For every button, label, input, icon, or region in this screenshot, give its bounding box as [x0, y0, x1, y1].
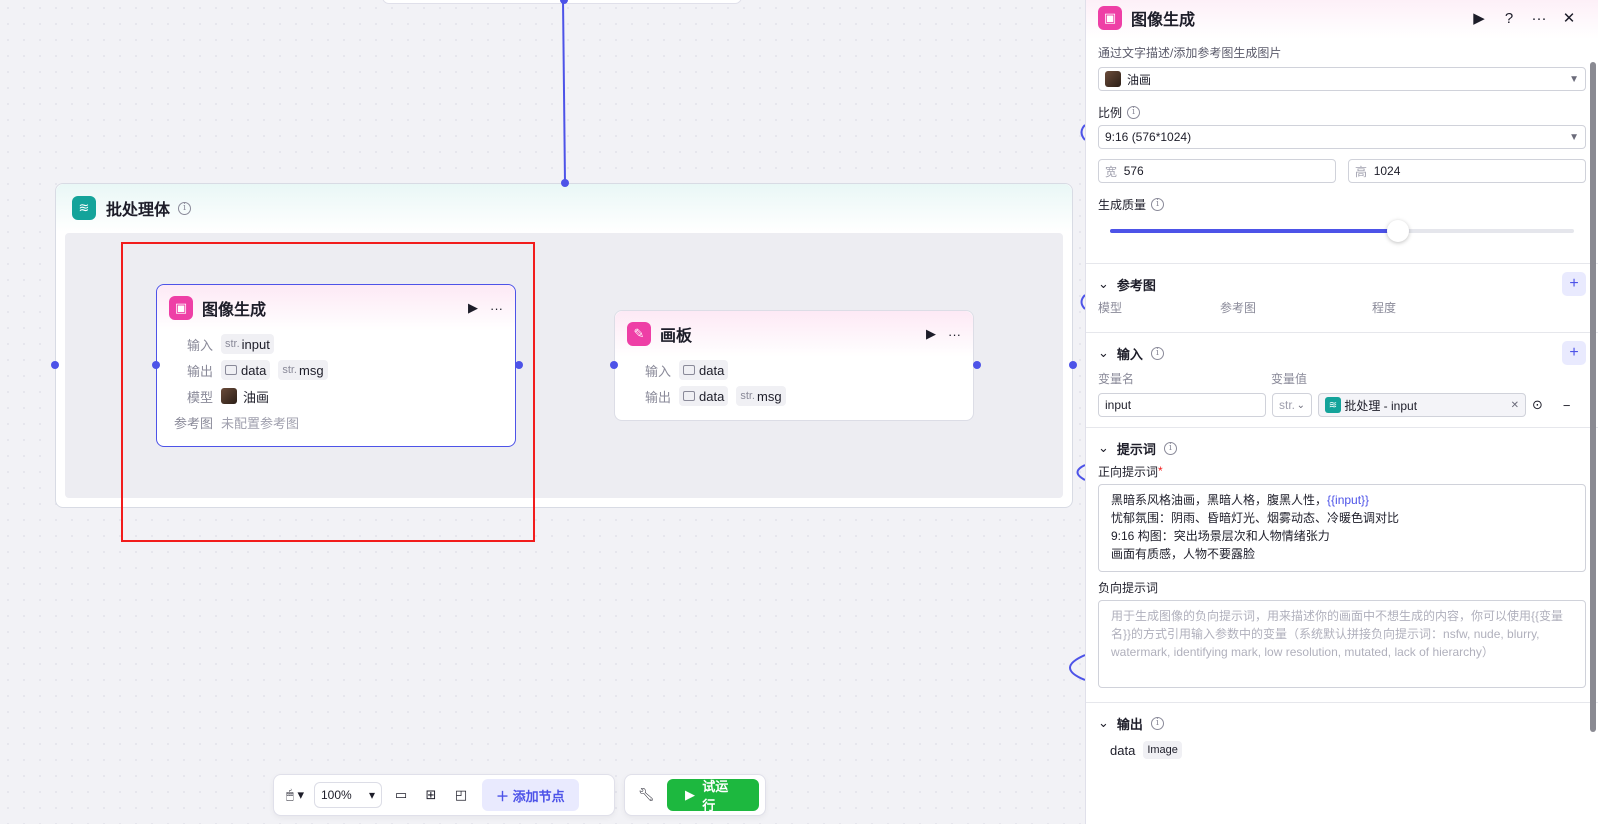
node-input-row: 输入 str.input: [157, 331, 515, 357]
model-select[interactable]: 油画▼: [1098, 67, 1586, 91]
comment-icon[interactable]: ▭: [394, 787, 408, 802]
output-type-badge: Image: [1143, 741, 1182, 759]
model-avatar: [1105, 71, 1121, 87]
zoom-select[interactable]: 100%▾: [314, 782, 382, 808]
image-icon: ▣: [1098, 6, 1122, 30]
node-title: 图像生成: [202, 302, 267, 319]
play-icon[interactable]: ▶: [468, 300, 478, 315]
negative-prompt-textarea[interactable]: 用于生成图像的负向提示词，用来描述你的画面中不想生成的内容，你可以使用{{变量名…: [1098, 600, 1586, 688]
panel-title: 图像生成: [1131, 12, 1196, 29]
output-msg-chip: str.msg: [278, 360, 328, 380]
clear-icon[interactable]: ✕: [1510, 399, 1519, 411]
output-msg-chip: str.msg: [736, 386, 786, 406]
highlight-box: [121, 242, 535, 542]
chevron-down-icon[interactable]: ⌄: [1098, 345, 1109, 360]
image-type-icon: [225, 365, 237, 375]
positive-prompt-label: 正向提示词*: [1098, 464, 1163, 479]
add-input-button[interactable]: +: [1562, 341, 1586, 365]
remove-input-button[interactable]: −: [1562, 397, 1571, 413]
port-board-out[interactable]: [973, 361, 981, 369]
negative-prompt-label: 负向提示词: [1098, 580, 1159, 595]
image-icon: ▣: [169, 296, 193, 320]
input-section: ⌄ 输入 i + 变量名 变量值 input str.⌄ ≋ 批处理 - inp…: [1086, 332, 1598, 417]
info-icon: i: [1163, 441, 1177, 455]
more-icon[interactable]: ···: [1531, 9, 1547, 27]
layers-icon: ≋: [1325, 397, 1341, 413]
board-node[interactable]: ✎ 画板 ▶ ··· 输入 data 输出 data str.msg: [614, 310, 974, 421]
ratio-select[interactable]: 9:16 (576*1024)▼: [1098, 125, 1586, 149]
model-avatar: [221, 388, 237, 404]
help-icon[interactable]: ?: [1504, 9, 1514, 27]
var-name-input[interactable]: input: [1098, 393, 1266, 417]
mouse-mode-icon[interactable]: 🖱︎ ▾: [286, 787, 304, 802]
canvas-toolbar: 🖱︎ ▾ 100%▾ ▭ ⊞ ◰ ＋ 添加节点: [273, 774, 615, 816]
close-icon[interactable]: ✕: [1562, 10, 1576, 27]
panel-description: 通过文字描述/添加参考图生成图片: [1098, 46, 1282, 60]
play-icon[interactable]: ▶: [926, 326, 936, 341]
port-batch-right[interactable]: [1069, 361, 1077, 369]
add-ref-button[interactable]: +: [1562, 272, 1586, 296]
node-ref-row: 参考图 未配置参考图: [173, 415, 300, 431]
positive-prompt-textarea[interactable]: 黑暗系风格油画，黑暗人格，腹黑人性，{{input}} 忧郁氛围：阴雨、昏暗灯光…: [1098, 484, 1586, 572]
quality-slider[interactable]: [1110, 220, 1574, 242]
node-input-row: 输入 data: [615, 357, 973, 383]
node-model-row: 模型 油画: [186, 388, 270, 405]
quality-slider-fill: [1110, 229, 1398, 233]
chevron-down-icon[interactable]: ⌄: [1098, 440, 1109, 455]
run-button[interactable]: ▶ 试运行: [667, 779, 759, 813]
var-ref-field[interactable]: ≋ 批处理 - input ✕: [1318, 393, 1526, 417]
image-type-icon: [683, 365, 695, 375]
node-title: 画板: [660, 328, 693, 345]
port-top-out[interactable]: [560, 0, 568, 4]
board-icon: ✎: [627, 322, 651, 346]
wrench-icon[interactable]: 🔧︎: [637, 787, 655, 802]
more-icon[interactable]: ···: [948, 326, 961, 342]
port-image-out[interactable]: [515, 361, 523, 369]
ref-section: ⌄ 参考图 + 模型 参考图 程度: [1086, 263, 1598, 318]
layout-icon[interactable]: ⊞: [425, 787, 437, 802]
image-type-icon: [683, 391, 695, 401]
info-icon: i: [1151, 197, 1165, 211]
image-gen-node[interactable]: ▣ 图像生成 ▶ ··· 输入 str.input 输出 data str.ms…: [156, 284, 516, 447]
chevron-down-icon[interactable]: ⌄: [1098, 715, 1109, 730]
layers-icon: ≋: [72, 196, 96, 220]
output-data-chip: data: [679, 386, 729, 406]
edge-top-to-batch: [562, 0, 566, 184]
add-node-button[interactable]: ＋ 添加节点: [482, 779, 579, 811]
output-data-chip: data: [221, 360, 271, 380]
prompt-section: ⌄ 提示词 i 正向提示词* 黑暗系风格油画，黑暗人格，腹黑人性，{{input…: [1086, 427, 1598, 688]
play-icon[interactable]: ▶: [1473, 10, 1485, 27]
info-icon: i: [1150, 716, 1164, 730]
workflow-canvas[interactable]: ≋ 批处理体 i ▣ 图像生成 ▶ ··· 输入 str.input 输出 da…: [0, 0, 1085, 824]
port-batch-in[interactable]: [561, 179, 569, 187]
height-input[interactable]: 高 1024: [1348, 159, 1586, 183]
panel-scrollbar[interactable]: [1590, 62, 1596, 732]
port-batch-left[interactable]: [51, 361, 59, 369]
input-data-chip: data: [679, 360, 729, 380]
var-type-select[interactable]: str.⌄: [1272, 393, 1312, 417]
target-icon[interactable]: ⊙: [1532, 397, 1543, 412]
more-icon[interactable]: ···: [490, 300, 503, 316]
input-chip: str.input: [221, 334, 274, 354]
chevron-down-icon: ▼: [1569, 73, 1579, 85]
node-output-row: 输出 data str.msg: [157, 357, 515, 383]
node-output-row: 输出 data str.msg: [615, 383, 973, 409]
batch-title: 批处理体: [106, 202, 171, 219]
port-board-in[interactable]: [610, 361, 618, 369]
minimap-icon[interactable]: ◰: [454, 787, 468, 802]
port-image-in[interactable]: [152, 361, 160, 369]
chevron-down-icon: ▼: [1569, 131, 1579, 143]
output-section: ⌄ 输出 i data Image: [1086, 702, 1598, 759]
info-icon: i: [1150, 346, 1164, 360]
node-config-panel: ▣ 图像生成 ▶ ? ··· ✕ 通过文字描述/添加参考图生成图片 油画▼ 比例…: [1085, 0, 1598, 824]
run-toolbar: 🔧︎ ▶ 试运行: [624, 774, 766, 816]
quality-slider-knob[interactable]: [1386, 220, 1409, 242]
info-icon[interactable]: i: [178, 201, 192, 215]
width-input[interactable]: 宽 576: [1098, 159, 1336, 183]
info-icon: i: [1127, 105, 1141, 119]
chevron-down-icon[interactable]: ⌄: [1098, 276, 1109, 291]
